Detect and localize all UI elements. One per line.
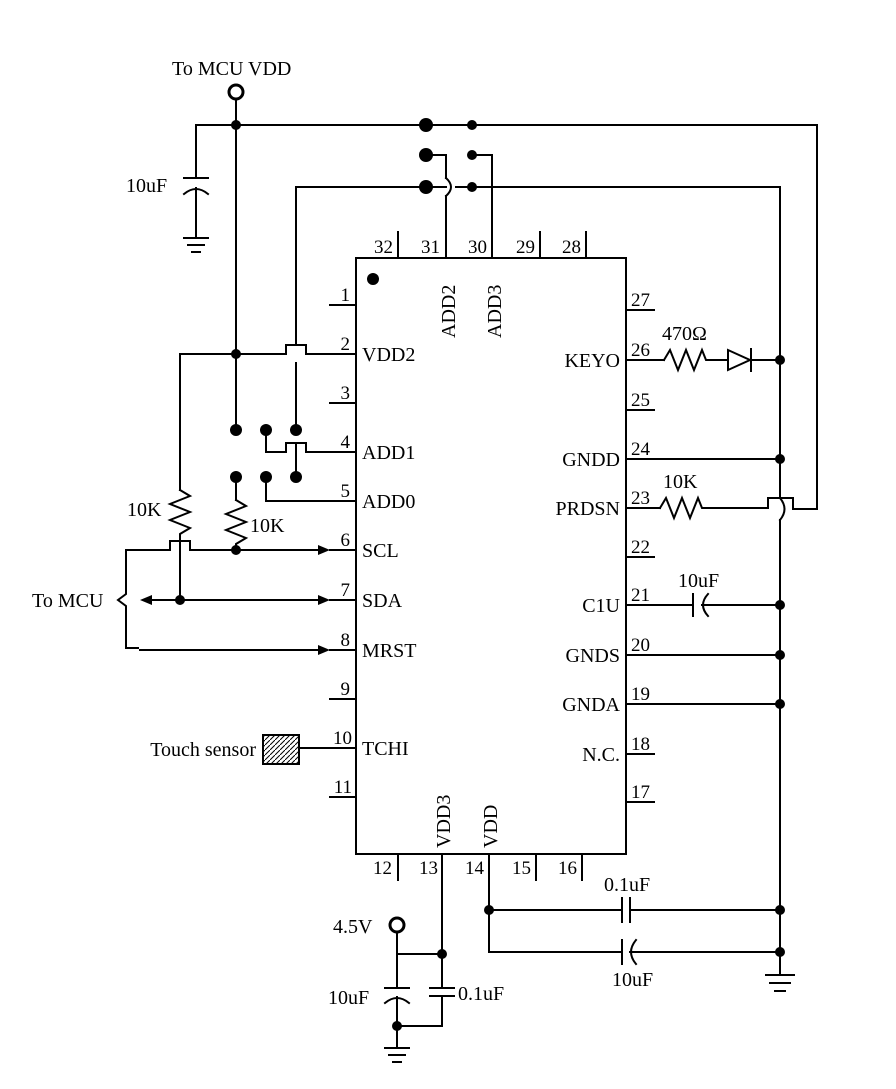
pin-num-21: 21 — [631, 585, 650, 606]
left-network: 10K 10K — [127, 186, 331, 601]
pin-num-15: 15 — [512, 858, 531, 879]
bottom-pins: 12 13 14 15 16 VDD3 VDD — [373, 795, 583, 955]
add2-add3-jumpers — [295, 118, 781, 361]
pin-num-8: 8 — [341, 630, 351, 651]
mcu-vdd-net: To MCU VDD — [172, 58, 818, 510]
cap-01uf-right-label: 0.1uF — [604, 874, 650, 896]
pin-name-prdsn: PRDSN — [556, 498, 620, 520]
pin-num-27: 27 — [631, 290, 650, 311]
pin-num-20: 20 — [631, 635, 650, 656]
pin-num-5: 5 — [341, 481, 351, 502]
pin-name-sda: SDA — [362, 590, 403, 612]
pin-name-scl: SCL — [362, 540, 399, 562]
r-10k-mid-label: 10K — [250, 515, 285, 537]
pin-name-tchi: TCHI — [362, 738, 409, 760]
pin-num-13: 13 — [419, 858, 438, 879]
pin-num-28: 28 — [562, 237, 581, 258]
pin-num-11: 11 — [334, 777, 352, 798]
left-pins: 1 2 3 4 5 6 7 8 9 10 11 VDD2 ADD1 ADD0 S… — [329, 285, 416, 798]
right-pins: 27 26 25 24 23 22 21 20 19 18 17 KEYO GN… — [556, 290, 781, 803]
cap-10uf-right-label: 10uF — [612, 969, 653, 991]
pin-name-vdd: VDD — [480, 805, 502, 848]
c1u-cap: 10uF — [678, 570, 781, 618]
pin-name-vdd3: VDD3 — [433, 795, 455, 848]
pin1-marker — [367, 273, 379, 285]
diode-icon — [727, 348, 753, 372]
supply-45v: 4.5V 10uF 0.1uF — [328, 916, 504, 1063]
pin-num-7: 7 — [341, 580, 351, 601]
pin-num-4: 4 — [341, 432, 351, 453]
pin-num-30: 30 — [468, 237, 487, 258]
to-mcu-vdd-label: To MCU VDD — [172, 58, 291, 80]
pin-num-23: 23 — [631, 488, 650, 509]
pin-name-gndd: GNDD — [562, 449, 620, 471]
pin-num-1: 1 — [341, 285, 351, 306]
pin-num-9: 9 — [341, 679, 351, 700]
cap-10uf-bottom-label: 10uF — [328, 987, 369, 1009]
to-mcu-label: To MCU — [32, 590, 104, 612]
prdsn-pullup: 10K — [658, 471, 794, 521]
pin-num-17: 17 — [631, 782, 650, 803]
resistor-10k-left-icon — [167, 488, 193, 542]
pin-num-19: 19 — [631, 684, 650, 705]
pin-name-add0: ADD0 — [362, 491, 415, 513]
pin-name-mrst: MRST — [362, 640, 416, 662]
pin-name-nc: N.C. — [582, 744, 620, 766]
pin-num-32: 32 — [374, 237, 393, 258]
cap-10uf-c1u-label: 10uF — [678, 570, 719, 592]
mcu-bus: To MCU — [32, 540, 330, 655]
cap-01uf-bottom-label: 0.1uF — [458, 983, 504, 1005]
pin-name-c1u: C1U — [582, 595, 620, 617]
keyo-led-circuit: 470Ω — [662, 323, 781, 373]
pin-num-29: 29 — [516, 237, 535, 258]
cap-10uf-top: 10uF — [126, 124, 210, 253]
pin-num-2: 2 — [341, 334, 351, 355]
pin-num-22: 22 — [631, 537, 650, 558]
resistor-10k-mid-icon — [223, 498, 249, 551]
touch-pad-icon — [262, 734, 300, 765]
pin-name-vdd2: VDD2 — [362, 344, 415, 366]
touch-sensor-label: Touch sensor — [150, 739, 256, 761]
pin-num-26: 26 — [631, 340, 650, 361]
touch-sensor: Touch sensor — [150, 734, 331, 765]
vdd-terminal-icon — [227, 83, 245, 101]
pin-num-10: 10 — [333, 728, 352, 749]
cap-10uf-top-label: 10uF — [126, 175, 167, 197]
v45-label: 4.5V — [333, 916, 373, 938]
pin-name-add1: ADD1 — [362, 442, 415, 464]
mcu-brace-icon — [116, 549, 139, 649]
r-470-label: 470Ω — [662, 323, 707, 345]
pin-num-18: 18 — [631, 734, 650, 755]
pin-num-3: 3 — [341, 383, 351, 404]
r-10k-prdsn-label: 10K — [663, 471, 698, 493]
pin-num-14: 14 — [465, 858, 485, 879]
r-10k-left-label: 10K — [127, 499, 162, 521]
vdd-decoupling: 0.1uF 10uF — [484, 874, 781, 991]
top-pins: 32 31 30 29 28 ADD2 ADD3 — [374, 195, 587, 338]
pin-num-25: 25 — [631, 390, 650, 411]
v45-terminal-icon — [388, 916, 406, 934]
resistor-470-icon — [662, 347, 729, 373]
resistor-10k-prdsn-icon — [658, 495, 769, 521]
pin-num-6: 6 — [341, 530, 351, 551]
pin-num-16: 16 — [558, 858, 577, 879]
pin-num-31: 31 — [421, 237, 440, 258]
pin-name-add2: ADD2 — [438, 285, 460, 338]
pin-num-12: 12 — [373, 858, 392, 879]
pin-name-gnda: GNDA — [562, 694, 620, 716]
gnd-rail-right — [765, 355, 795, 992]
pin-name-keyo: KEYO — [564, 350, 620, 372]
pin-name-gnds: GNDS — [566, 645, 620, 667]
pin-num-24: 24 — [631, 439, 651, 460]
pin-name-add3: ADD3 — [484, 285, 506, 338]
